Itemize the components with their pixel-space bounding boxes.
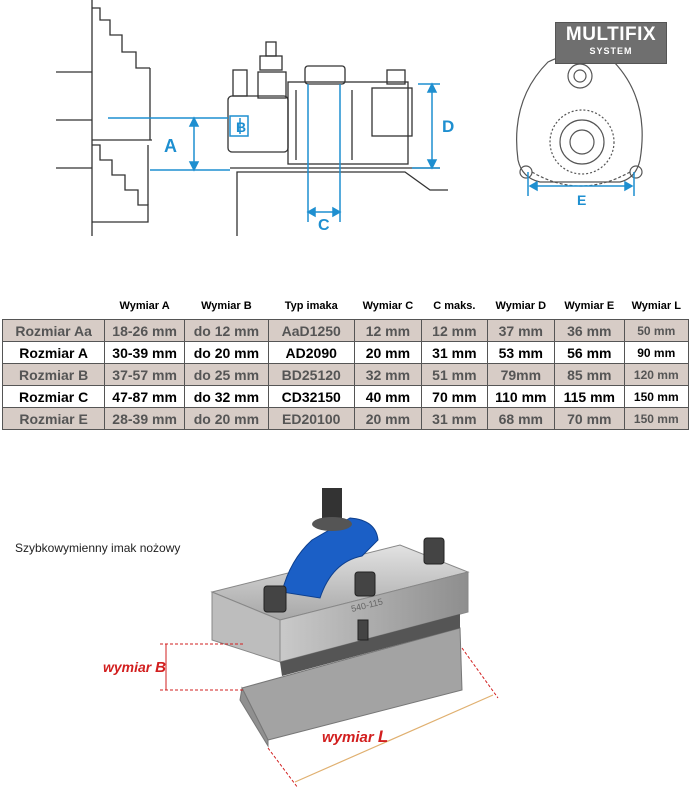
cell-a: 37-57 mm: [104, 363, 185, 386]
cell-b: do 32 mm: [183, 385, 269, 408]
header-cell: Wymiar B: [184, 293, 269, 320]
row-name: Rozmiar E: [1, 407, 106, 430]
row-name: Rozmiar Aa: [1, 319, 106, 342]
header-cell: C maks.: [421, 293, 488, 320]
cell-cmax: 31 mm: [421, 407, 488, 430]
cell-cmax: 70 mm: [421, 385, 488, 408]
header-cell: Wymiar D: [487, 293, 555, 320]
dim-b-photo-label: wymiar B: [103, 659, 166, 676]
table-row: Rozmiar A 30-39 mm do 20 mm AD2090 20 mm…: [1, 341, 690, 364]
row-name: Rozmiar A: [1, 341, 106, 364]
cell-e: 36 mm: [554, 319, 625, 342]
cell-d: 37 mm: [486, 319, 556, 342]
cell-c: 32 mm: [353, 363, 423, 386]
technical-drawing: A B C D E: [56, 0, 643, 236]
dim-a-label: A: [164, 136, 177, 156]
cell-type: ED20100: [267, 407, 355, 430]
cell-c: 20 mm: [353, 407, 423, 430]
dim-l-lines: [267, 647, 499, 789]
cell-type: CD32150: [267, 385, 355, 408]
header-cell: Typ imaka: [268, 293, 355, 320]
table-header-row: Wymiar A Wymiar B Typ imaka Wymiar C C m…: [2, 293, 689, 320]
header-cell: Wymiar C: [354, 293, 422, 320]
dim-c-label: C: [318, 217, 330, 234]
header-cell: Wymiar L: [624, 293, 689, 320]
header-cell: Wymiar E: [554, 293, 625, 320]
row-name: Rozmiar B: [1, 363, 106, 386]
dim-l-photo-label: wymiar L: [322, 727, 388, 746]
dim-d-label: D: [442, 117, 454, 136]
cell-e: 70 mm: [554, 407, 625, 430]
cell-d: 68 mm: [486, 407, 556, 430]
table-row: Rozmiar E 28-39 mm do 20 mm ED20100 20 m…: [1, 407, 690, 430]
holder-lower-side: [239, 686, 269, 748]
cell-cmax: 51 mm: [421, 363, 488, 386]
cell-a: 18-26 mm: [104, 319, 185, 342]
top-view-outline: [516, 53, 643, 187]
tool-holder-photo: 540-115 wymiar B wymiar L: [103, 488, 499, 789]
logo-sub: SYSTEM: [589, 46, 633, 56]
cell-type: AD2090: [267, 341, 355, 364]
cell-cmax: 12 mm: [421, 319, 488, 342]
cell-d: 53 mm: [486, 341, 556, 364]
cell-b: do 12 mm: [183, 319, 269, 342]
cell-e: 85 mm: [554, 363, 625, 386]
cell-e: 56 mm: [554, 341, 625, 364]
holder-bolts: [263, 537, 445, 641]
cell-l: 90 mm: [623, 341, 690, 364]
holder-slot: [280, 614, 460, 676]
table-row: Rozmiar B 37-57 mm do 25 mm BD25120 32 m…: [1, 363, 690, 386]
blue-clamp: [281, 517, 379, 599]
cell-a: 30-39 mm: [104, 341, 185, 364]
tool-post-outline: [227, 41, 448, 236]
clamp-bolt: [322, 488, 342, 522]
dim-e-line: [527, 172, 635, 196]
cell-b: do 20 mm: [183, 407, 269, 430]
product-caption: Szybkowymienny imak nożowy: [15, 541, 181, 555]
table-row: Rozmiar Aa 18-26 mm do 12 mm AaD1250 12 …: [1, 319, 690, 342]
cell-a: 47-87 mm: [104, 385, 185, 408]
cell-e: 115 mm: [554, 385, 625, 408]
cell-d: 110 mm: [486, 385, 556, 408]
spec-table: Wymiar A Wymiar B Typ imaka Wymiar C C m…: [1, 293, 690, 430]
cell-b: do 20 mm: [183, 341, 269, 364]
cell-c: 40 mm: [353, 385, 423, 408]
cell-l: 150 mm: [623, 385, 690, 408]
cell-d: 79mm: [486, 363, 556, 386]
cell-cmax: 31 mm: [421, 341, 488, 364]
cell-type: AaD1250: [267, 319, 355, 342]
cell-type: BD25120: [267, 363, 355, 386]
cell-l: 150 mm: [623, 407, 690, 430]
table-row: Rozmiar C 47-87 mm do 32 mm CD32150 40 m…: [1, 385, 690, 408]
cell-c: 20 mm: [353, 341, 423, 364]
dim-b-lines: [160, 643, 244, 691]
chuck-outline: [56, 0, 152, 236]
dim-e-label: E: [577, 192, 586, 208]
dim-l-line: [294, 694, 494, 783]
dim-b-label: B: [236, 119, 246, 135]
cell-b: do 25 mm: [183, 363, 269, 386]
row-name: Rozmiar C: [1, 385, 106, 408]
logo-brand: MULTIFIX: [565, 24, 657, 45]
cell-l: 50 mm: [623, 319, 690, 342]
holder-front-face: [279, 571, 469, 663]
multifix-logo: MULTIFIX SYSTEM: [555, 22, 667, 64]
header-cell: Wymiar A: [104, 293, 185, 320]
clamp-washer: [312, 517, 352, 531]
cell-l: 120 mm: [623, 363, 690, 386]
header-cell: [2, 293, 105, 320]
dimension-lines: [108, 82, 440, 222]
cell-c: 12 mm: [353, 319, 423, 342]
cell-a: 28-39 mm: [104, 407, 185, 430]
